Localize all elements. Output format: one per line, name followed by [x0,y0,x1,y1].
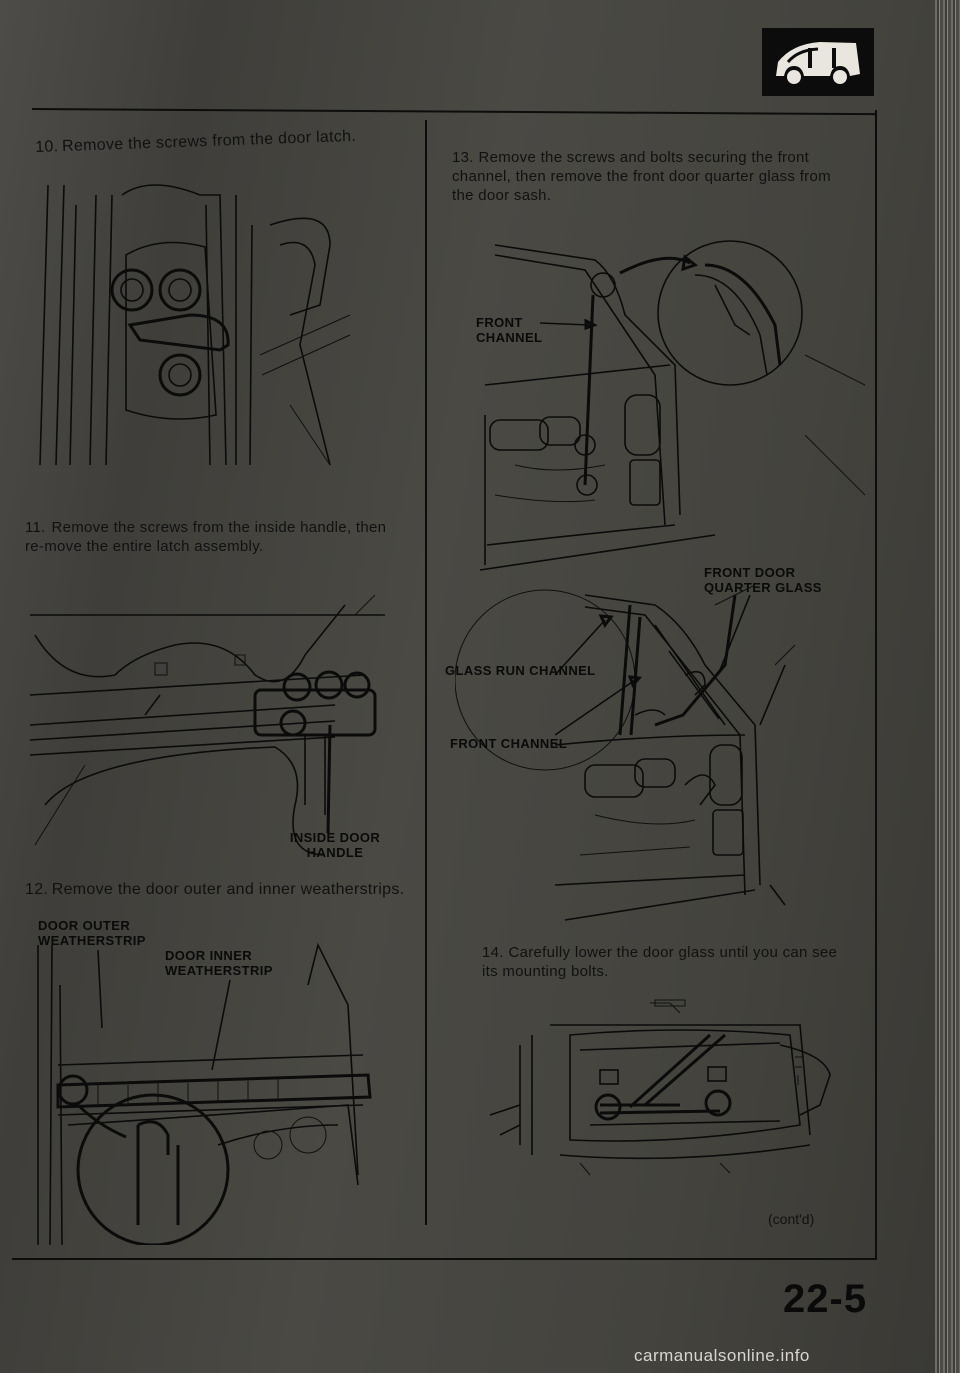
step-number: 13. [452,149,474,166]
quarter-glass-leader [719,595,751,671]
page-number: 22-5 [783,1277,868,1321]
weatherstrip-leader-lines [97,950,231,1071]
front-channel-figure [479,240,866,571]
inside-handle-figure [29,594,385,856]
continued-note: (cont'd) [768,1211,815,1227]
step-12: 12. Remove the door outer and inner weat… [25,880,420,899]
weatherstrip-figure [37,942,372,1245]
step-13: 13. Remove the screws and bolts securing… [452,148,847,205]
step-10: 10. Remove the screws from the door latc… [35,125,395,157]
door-latch-figure [39,184,351,466]
step-text: Remove the screws from the door latch. [61,127,357,156]
step-number: 10. [35,138,59,156]
mounting-bolts-figure [489,999,831,1176]
center-divider [425,120,427,1225]
label-glass-run-channel: GLASS RUN CHANNEL [445,663,596,678]
right-rule [875,110,877,1260]
label-front-channel-1: FRONT CHANNEL [476,315,543,345]
watermark-text[interactable]: carmanualsonline.info [634,1346,810,1365]
page-stack-edge [935,0,960,1373]
step-text: Remove the screws from the inside handle… [25,519,387,555]
label-inside-door-handle: INSIDE DOOR HANDLE [289,830,381,860]
step-number: 11. [25,519,46,536]
label-door-outer-weatherstrip: DOOR OUTER WEATHERSTRIP [38,918,146,948]
step-14: 14. Carefully lower the door glass until… [482,943,852,981]
step-text: Remove the screws and bolts securing the… [452,149,831,204]
label-front-channel-2: FRONT CHANNEL [450,736,568,751]
quarter-glass-figure [455,585,796,921]
label-door-inner-weatherstrip: DOOR INNER WEATHERSTRIP [165,948,273,978]
step-text: Remove the door outer and inner weathers… [51,881,405,898]
top-rule [31,108,877,116]
step-number: 12. [25,881,49,898]
step-text: Carefully lower the door glass until you… [482,944,838,980]
label-front-door-quarter-glass: FRONT DOOR QUARTER GLASS [704,565,822,595]
step-11: 11. Remove the screws from the inside ha… [25,518,400,556]
manual-page: 10. Remove the screws from the door latc… [0,0,935,1373]
step-number: 14. [482,944,504,961]
car-body-icon [762,28,874,96]
bottom-rule [12,1258,877,1260]
front-channel-leader [540,318,598,331]
